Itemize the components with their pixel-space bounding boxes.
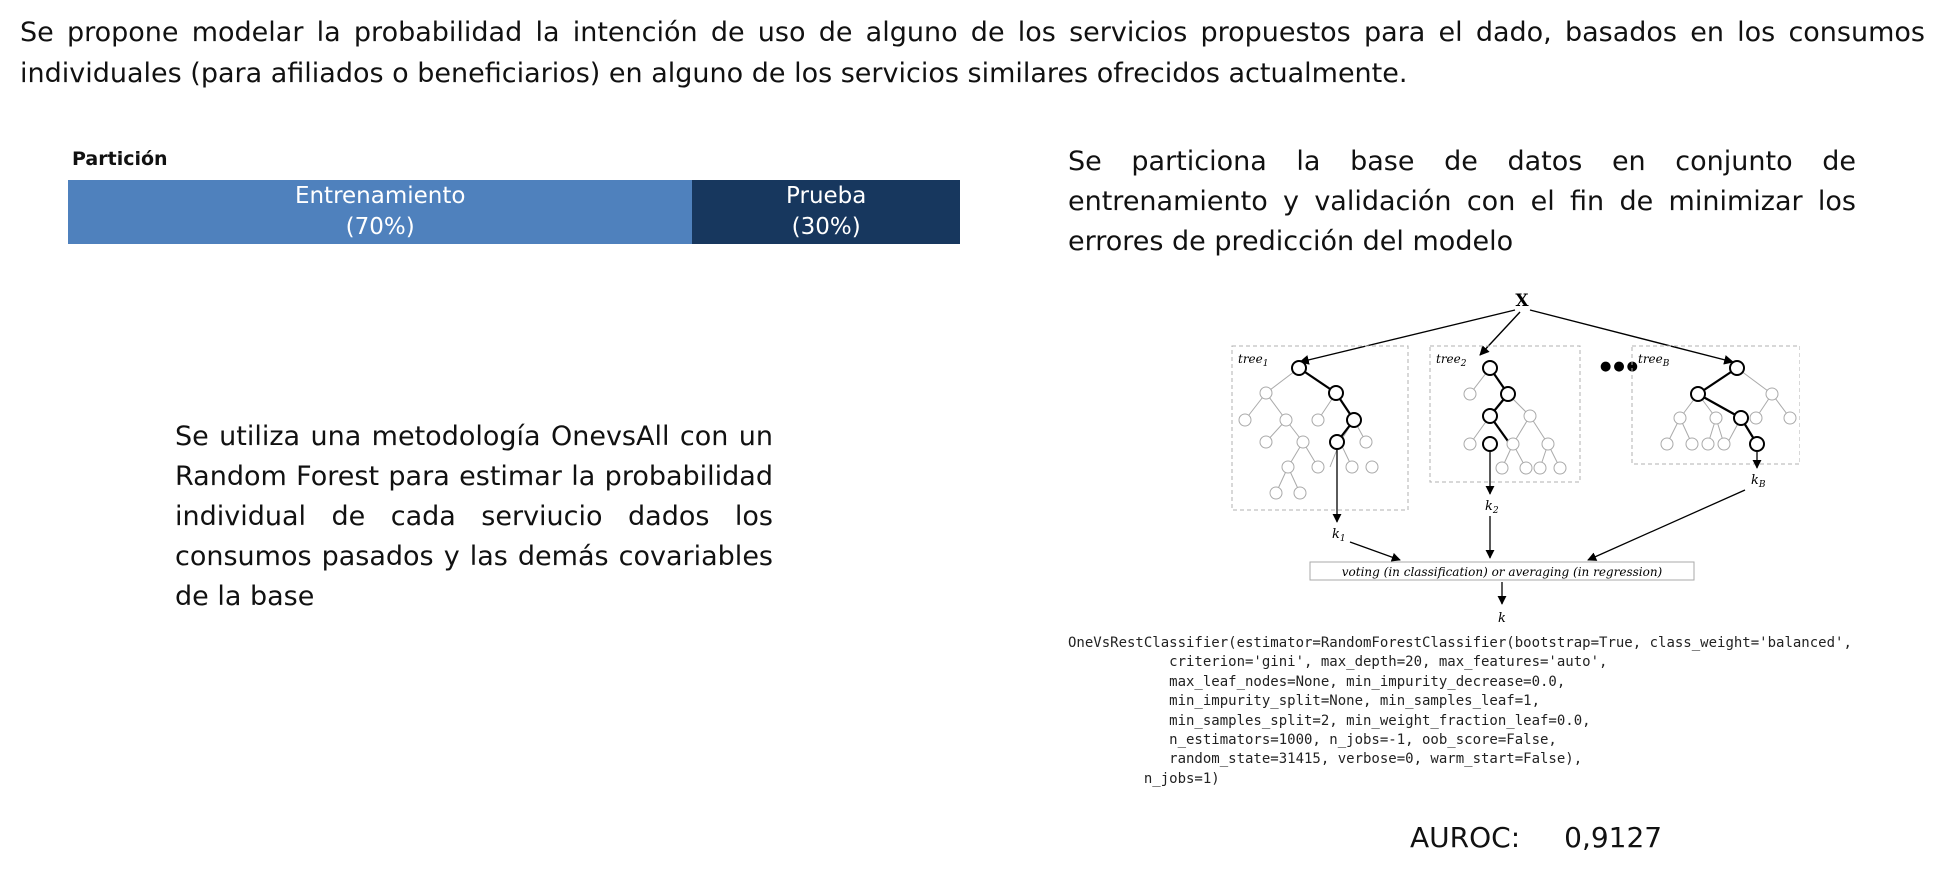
k2-label-subscript: 2 [1492,506,1499,516]
code-line: random_state=31415, verbose=0, warm_star… [1068,751,1583,768]
kB-label-subscript: B [1758,480,1766,490]
vote-box [1309,561,1695,581]
vote-label: voting (in classification) or averaging … [1342,565,1663,579]
code-line: n_estimators=1000, n_jobs=-1, oob_score=… [1068,732,1557,749]
tree2-box [1429,345,1581,483]
auroc-label: AUROC: [1410,821,1521,854]
tree1-label: tree1 [1238,352,1269,369]
tree1-box [1231,345,1409,511]
partition-label: Partición [72,148,168,170]
auroc-metric: AUROC: 0,9127 [1410,818,1662,858]
tree2-label-base: tree [1436,352,1461,366]
k2-label: k2 [1485,499,1499,516]
method-description: Se utiliza una metodología OnevsAll con … [175,421,773,612]
tree1-label-base: tree [1238,352,1263,366]
code-block: OneVsRestClassifier(estimator=RandomFore… [1068,634,1852,789]
k2-label-base: k [1485,499,1493,514]
partition-segment-test: Prueba (30%) [692,180,960,244]
code-line: OneVsRestClassifier(estimator=RandomFore… [1068,635,1852,651]
k1-label: k1 [1332,527,1346,544]
code-line: criterion='gini', max_depth=20, max_feat… [1068,654,1608,671]
arrow-x-tree1 [1299,309,1516,365]
arrow-x-tree2 [1479,311,1521,356]
segment-percent: (70%) [345,214,415,240]
partition-bar: Entrenamiento (70%) Prueba (30%) [68,180,960,244]
segment-percent: (30%) [791,214,861,240]
treeB-label-subscript: B [1662,359,1670,369]
k1-label-subscript: 1 [1340,534,1346,544]
arrow-x-treeB [1529,309,1734,365]
tree2-label-subscript: 2 [1460,359,1467,369]
arrow-k1-vote [1349,541,1401,562]
input-x-label: X [1515,291,1529,311]
arrow-kB-vote [1587,489,1746,561]
treeB-box [1631,345,1800,465]
ellipsis-dots: ●●● [1600,359,1640,374]
treeB-label-base: tree [1638,352,1663,366]
auroc-value: 0,9127 [1564,821,1663,854]
random-forest-diagram: X tree1 tree2 [1231,291,1800,626]
partition-segment-train: Entrenamiento (70%) [68,180,693,244]
code-line: min_samples_split=2, min_weight_fraction… [1068,712,1591,729]
code-line: max_leaf_nodes=None, min_impurity_decrea… [1068,673,1566,690]
code-line: n_jobs=1) [1068,770,1220,787]
k1-label-base: k [1332,527,1340,542]
kB-label: kB [1751,473,1766,490]
partition-description: Se particiona la base de datos en conjun… [1068,146,1856,257]
tree2-label: tree2 [1436,352,1467,369]
segment-name: Prueba [786,183,867,209]
tree1-label-subscript: 1 [1263,359,1269,369]
code-line: min_impurity_split=None, min_samples_lea… [1068,693,1541,710]
segment-name: Entrenamiento [294,183,466,209]
final-k-label: k [1498,611,1506,626]
treeB-label: treeB [1638,352,1670,369]
intro-paragraph: Se propone modelar la probabilidad la in… [20,17,1925,89]
kB-label-base: k [1751,473,1759,488]
